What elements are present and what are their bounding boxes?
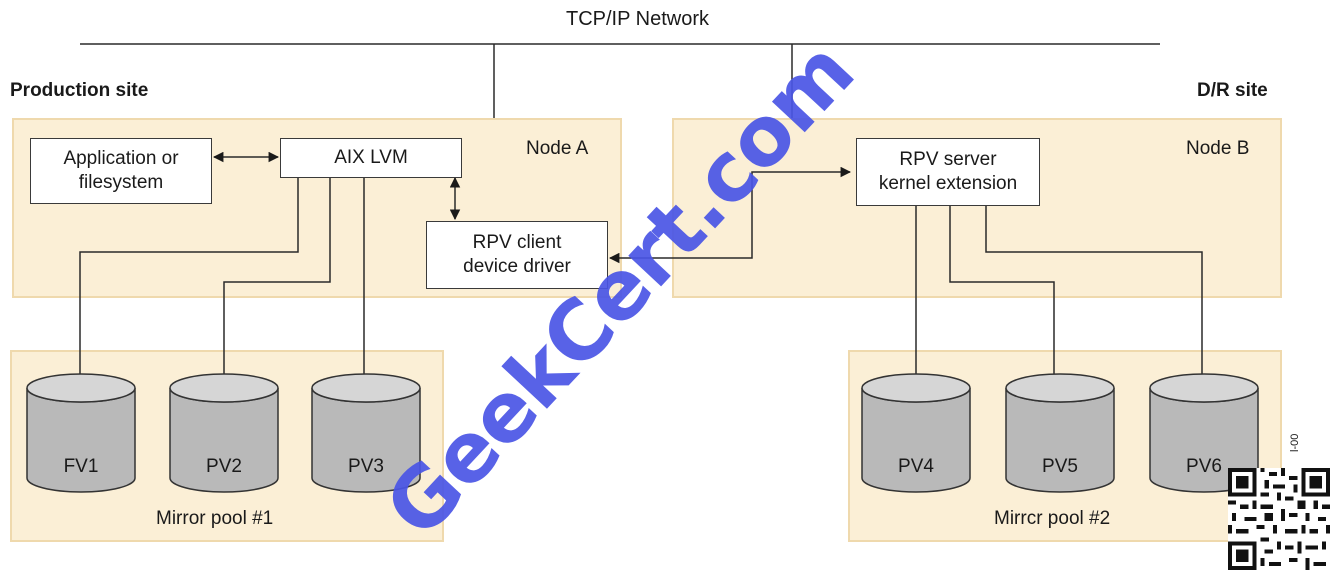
- qr-code-icon: [1228, 468, 1330, 570]
- figure-code: l-00: [1289, 433, 1301, 452]
- disk-pv4-label: PV4: [898, 456, 934, 477]
- application-box: Application or filesystem: [30, 138, 212, 204]
- disk-pv6-icon: [1149, 373, 1259, 493]
- lvm-to-fv1-line: [79, 178, 299, 380]
- dr-site-label: D/R site: [1197, 80, 1268, 101]
- lvm-to-pv2-line: [223, 178, 331, 380]
- rpv-server-box: RPV server kernel extension: [856, 138, 1040, 206]
- mirror-pool-1-label: Mirror pool #1: [156, 508, 274, 529]
- rpv-link-arrow: [608, 166, 852, 264]
- disk-pv2-label: PV2: [206, 456, 242, 477]
- server-to-pv5-line: [949, 205, 1055, 378]
- disk-pv5-label: PV5: [1042, 456, 1078, 477]
- aix-lvm-box: AIX LVM: [280, 138, 462, 178]
- disk-pv2-icon: [169, 373, 279, 493]
- disk-pv3-icon: [311, 373, 421, 493]
- server-to-pv6-line: [985, 205, 1203, 378]
- disk-pv5-icon: [1005, 373, 1115, 493]
- node-b-label: Node B: [1186, 138, 1250, 159]
- disk-pv6-label: PV6: [1186, 456, 1222, 477]
- disk-fv1-label: FV1: [63, 456, 99, 477]
- network-label: TCP/IP Network: [566, 8, 709, 30]
- production-site-label: Production site: [10, 80, 149, 101]
- rpv-client-box: RPV client device driver: [426, 221, 608, 289]
- disk-pv3-label: PV3: [348, 456, 384, 477]
- disk-pv4-icon: [861, 373, 971, 493]
- node-a-label: Node A: [526, 138, 589, 159]
- mirror-pool-2-label: Mirrcr pool #2: [994, 508, 1111, 529]
- disk-fv1-icon: [26, 373, 136, 493]
